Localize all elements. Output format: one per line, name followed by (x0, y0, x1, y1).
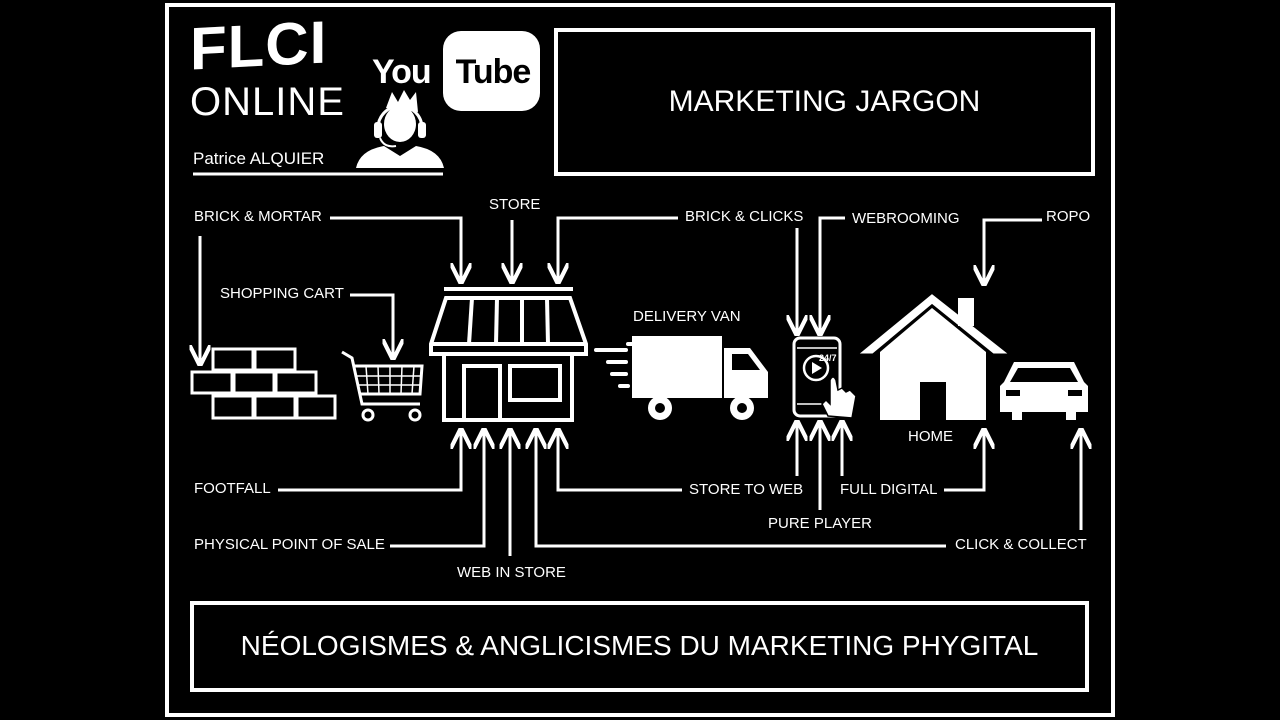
connectors (200, 216, 1081, 556)
logo-flci: FLCI (190, 8, 328, 83)
arrow-full-digital-home (944, 430, 984, 492)
label-delivery-van: DELIVERY VAN (633, 308, 741, 325)
brick-wall-icon (190, 347, 337, 420)
label-store: STORE (489, 196, 541, 213)
youtube-logo-tube: Tube (455, 53, 532, 91)
label-click-collect: CLICK & COLLECT (955, 536, 1087, 553)
storefront-icon (429, 287, 588, 422)
arrow-brick-mortar-store (330, 216, 461, 282)
label-shopping-cart: SHOPPING CART (220, 285, 344, 302)
car-icon (1000, 362, 1088, 420)
label-full-digital: FULL DIGITAL (840, 481, 938, 498)
headset-person-icon (356, 90, 444, 168)
label-store-to-web: STORE TO WEB (689, 481, 804, 498)
delivery-van-icon (594, 336, 768, 420)
arrow-webrooming (820, 216, 845, 334)
page-title: MARKETING JARGON (668, 85, 981, 118)
phone-badge: 24/7 (819, 353, 837, 363)
youtube-logo-box (443, 31, 540, 111)
label-ropo: ROPO (1046, 208, 1091, 225)
youtube-logo-you: You (372, 53, 432, 91)
shopping-cart-icon (341, 350, 424, 422)
label-footfall: FOOTFALL (194, 480, 271, 497)
label-brick-mortar: BRICK & MORTAR (194, 208, 322, 225)
arrow-shopping-cart (350, 293, 393, 358)
footer-box (190, 601, 1089, 692)
label-pure-player: PURE PLAYER (768, 515, 872, 532)
arrow-footfall (278, 430, 461, 492)
label-webrooming: WEBROOMING (852, 210, 960, 227)
arrow-brick-clicks-store (558, 216, 678, 282)
label-home: HOME (908, 428, 953, 445)
smartphone-icon (792, 336, 857, 419)
outer-border (165, 3, 1115, 717)
house-icon (859, 294, 1008, 420)
arrow-physical-pos (390, 430, 484, 548)
label-brick-clicks: BRICK & CLICKS (685, 208, 804, 225)
logo-online: ONLINE (190, 80, 345, 124)
label-physical-pos: PHYSICAL POINT OF SALE (194, 536, 385, 553)
arrow-click-collect-store (536, 430, 946, 548)
footer-title: NÉOLOGISMES & ANGLICISMES DU MARKETING P… (240, 630, 1039, 661)
title-box (554, 28, 1095, 176)
author-name: Patrice ALQUIER (193, 149, 325, 168)
arrow-store-to-web (558, 430, 682, 492)
arrow-ropo (984, 218, 1042, 284)
label-web-in-store: WEB IN STORE (457, 564, 566, 581)
